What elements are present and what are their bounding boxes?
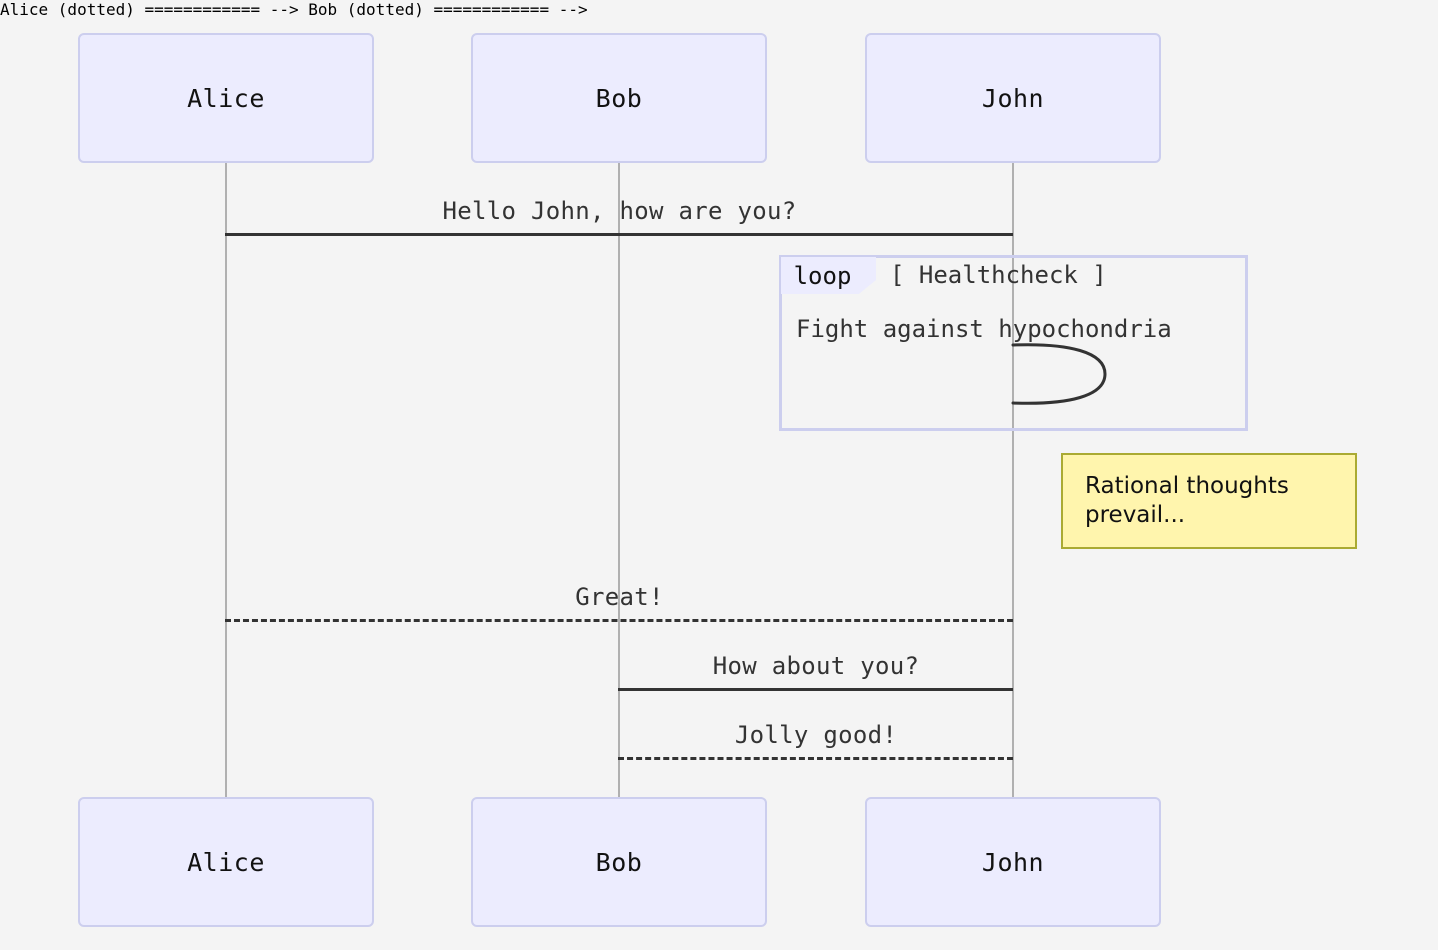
message-label-jolly-good: Jolly good! <box>734 721 898 749</box>
message-label-how-about-you: How about you? <box>712 652 920 680</box>
actor-label-alice-bottom: Alice <box>187 847 265 877</box>
loop-self-message-label: Fight against hypochondria <box>796 315 1172 343</box>
note-text: Rational thoughts prevail... <box>1085 473 1289 528</box>
loop-tab: loop <box>781 257 876 294</box>
actor-box-bob-bottom[interactable]: Bob <box>471 797 767 927</box>
message-line-hello-john <box>225 233 1013 236</box>
lifeline-john <box>1012 163 1014 800</box>
lifeline-alice <box>225 163 227 800</box>
message-line-great <box>225 619 1013 622</box>
loop-block-healthcheck <box>779 255 1248 431</box>
actor-box-john-top[interactable]: John <box>865 33 1161 163</box>
actor-label-john-bottom: John <box>981 847 1045 877</box>
loop-title-label: [ Healthcheck ] <box>890 261 1107 289</box>
note-rational-thoughts: Rational thoughts prevail... <box>1061 453 1357 549</box>
message-label-great: Great! <box>575 583 664 611</box>
actor-box-alice-bottom[interactable]: Alice <box>78 797 374 927</box>
actor-box-john-bottom[interactable]: John <box>865 797 1161 927</box>
actor-label-bob-bottom: Bob <box>595 847 643 877</box>
lifeline-bob <box>618 163 620 800</box>
actor-box-alice-top[interactable]: Alice <box>78 33 374 163</box>
actor-label-john-top: John <box>981 83 1045 113</box>
actor-label-bob-top: Bob <box>595 83 643 113</box>
message-line-how-about-you <box>618 688 1013 691</box>
loop-keyword-label: loop <box>793 261 852 290</box>
actor-label-alice-top: Alice <box>187 83 265 113</box>
message-line-jolly-good <box>618 757 1013 760</box>
actor-box-bob-top[interactable]: Bob <box>471 33 767 163</box>
message-label-hello-john: Hello John, how are you? <box>442 197 797 225</box>
self-message-loop-icon <box>1011 343 1107 405</box>
